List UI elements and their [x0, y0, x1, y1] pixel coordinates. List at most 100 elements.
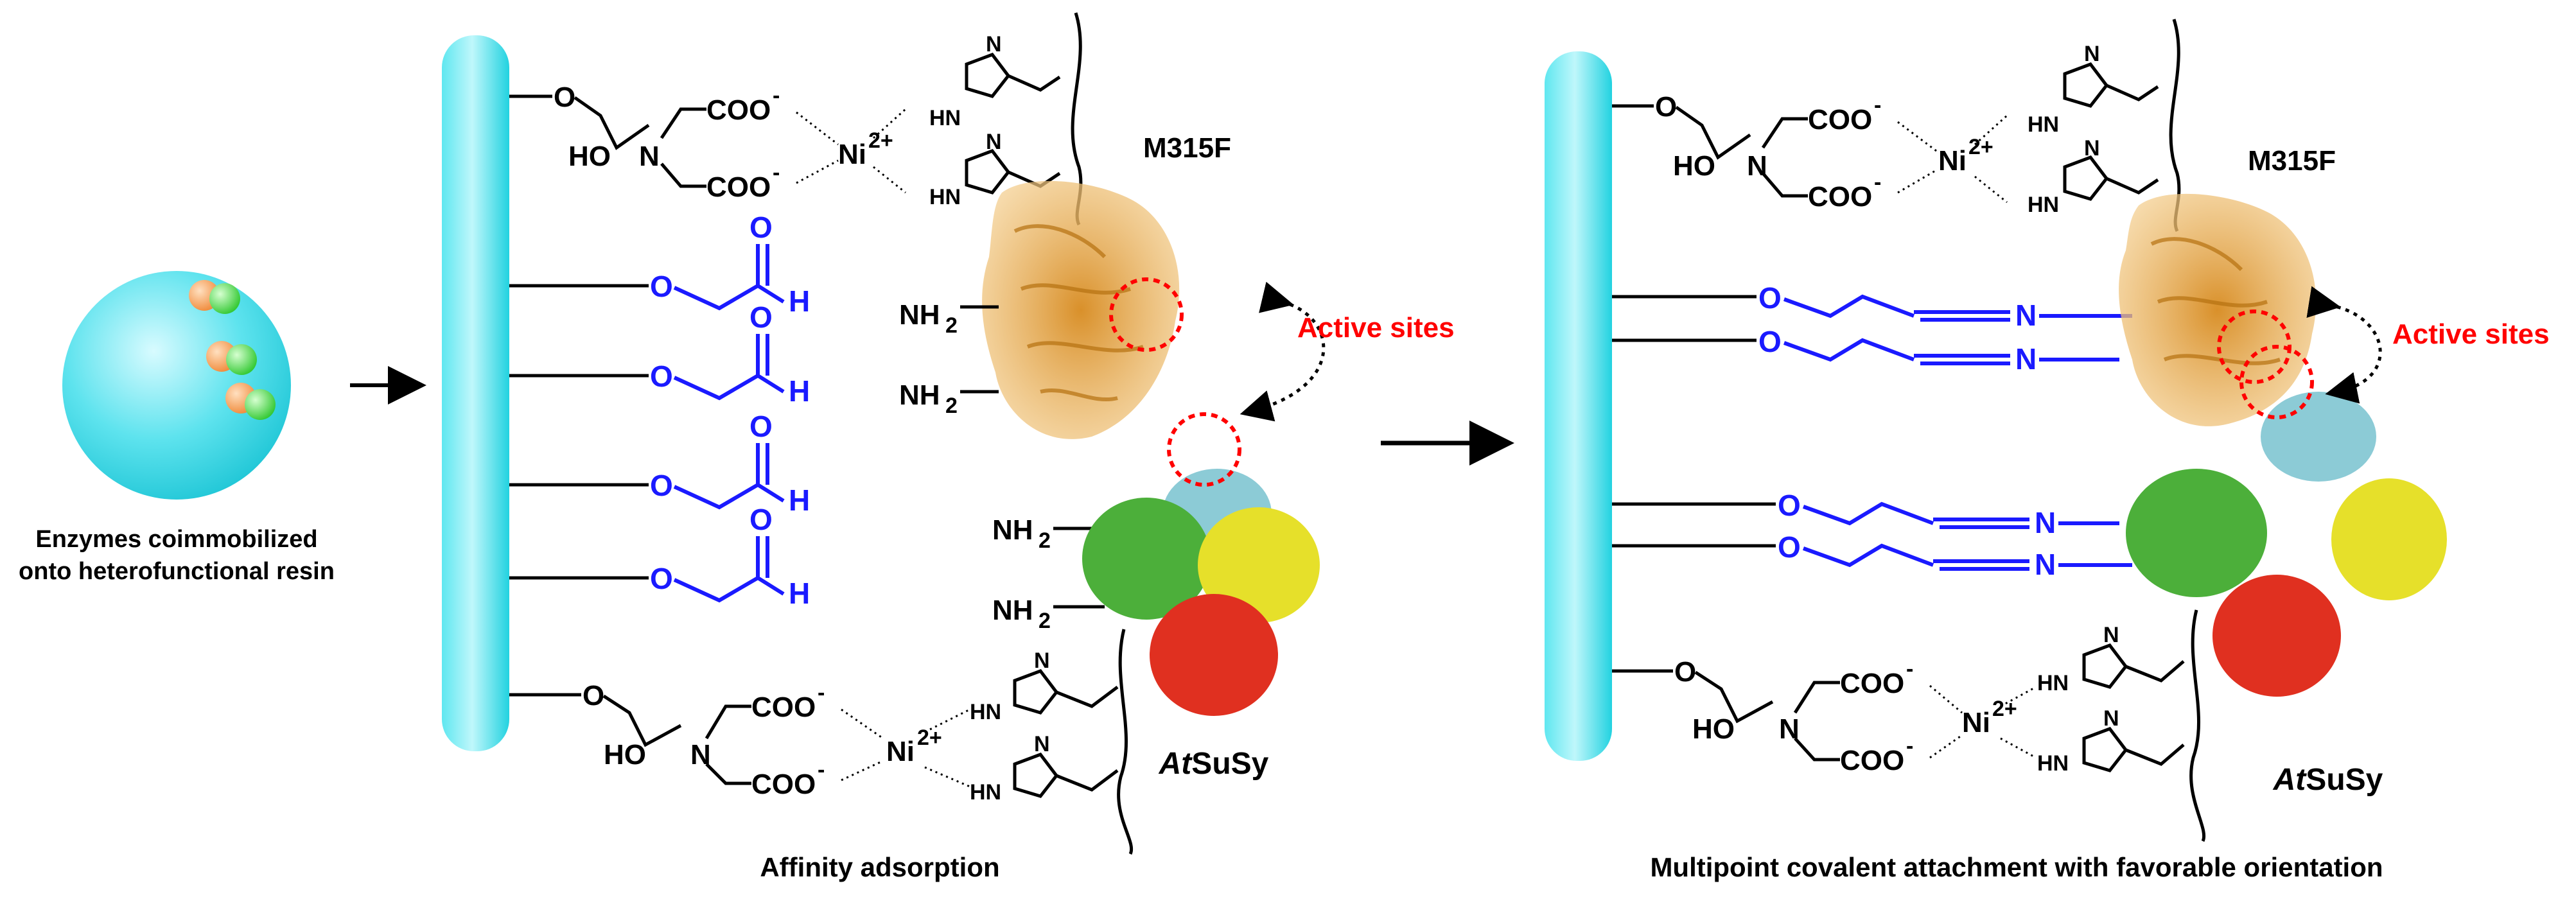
svg-text:O: O [650, 360, 673, 393]
svg-text:O: O [554, 82, 575, 113]
glyoxyl-2: O O H [509, 300, 810, 408]
svg-text:NH: NH [992, 595, 1033, 626]
atsusy-protein-right [2126, 392, 2447, 697]
svg-text:O: O [749, 410, 773, 443]
svg-text:-: - [773, 83, 780, 108]
step2-caption: Multipoint covalent attachment with favo… [1650, 852, 2383, 882]
chelate-top-right: O HO N COO - COO - Ni 2+ HN N HN N [1612, 19, 2181, 232]
svg-text:-: - [773, 161, 780, 185]
imidazole-5: HN N [2028, 42, 2159, 137]
imidazole-4: HN N [970, 732, 1119, 805]
imine-3: O N [1612, 489, 2119, 539]
svg-text:O: O [1674, 656, 1696, 688]
m315f-protein-left [982, 180, 1180, 439]
imine-2: O N [1612, 325, 2119, 376]
svg-text:N: N [2084, 136, 2100, 161]
svg-text:N: N [986, 130, 1002, 154]
svg-text:H: H [789, 483, 810, 517]
svg-text:COO: COO [1840, 668, 1904, 699]
svg-text:HN: HN [929, 106, 961, 130]
svg-text:-: - [818, 758, 825, 782]
svg-text:HN: HN [2028, 112, 2059, 137]
enzyme-label-m315f-right: M315F [2248, 145, 2336, 177]
svg-text:-: - [1874, 170, 1881, 195]
svg-text:HN: HN [970, 700, 1001, 724]
svg-text:-: - [1906, 657, 1913, 681]
svg-text:COO: COO [1808, 104, 1872, 135]
svg-text:HO: HO [604, 739, 646, 771]
imidazole-8: HN N [2037, 706, 2185, 776]
step1-caption: Affinity adsorption [760, 852, 999, 882]
svg-text:-: - [1874, 93, 1881, 118]
svg-text:2: 2 [1038, 609, 1051, 633]
enzyme-pair-1 [189, 280, 240, 314]
svg-text:Ni: Ni [1962, 707, 1990, 738]
svg-text:O: O [1758, 281, 1782, 315]
svg-text:HO: HO [1673, 150, 1715, 182]
chelate-bottom-left: O HO N COO - COO - Ni 2+ HN N HN N [509, 629, 1134, 855]
svg-text:O: O [1758, 325, 1782, 358]
enzyme-label-atsusy-right: AtSuSy [2273, 763, 2383, 797]
svg-text:HO: HO [1692, 713, 1735, 745]
imidazole-1: HN N [929, 32, 1061, 130]
svg-text:HN: HN [2037, 751, 2069, 776]
atsusy-protein-left [1082, 469, 1320, 716]
glyoxyl-4: O O H [509, 503, 810, 610]
svg-text:NH: NH [992, 514, 1033, 546]
svg-text:O: O [749, 211, 773, 244]
resin-caption-2: onto heterofunctional resin [19, 558, 335, 585]
svg-text:Ni: Ni [1938, 145, 1967, 177]
svg-text:O: O [1655, 91, 1677, 123]
svg-text:H: H [789, 284, 810, 318]
chelate-top-left: O HO N COO - COO - Ni 2+ HN N HN N [509, 12, 1083, 226]
active-site-m315f-right [2217, 309, 2291, 384]
imine-linkers-right: O N O N O N O N [1612, 281, 2132, 581]
amine-groups-left: NH 2 NH 2 NH 2 NH 2 [899, 299, 1105, 633]
imidazole-7: HN N [2037, 623, 2185, 695]
svg-text:2+: 2+ [868, 128, 893, 153]
active-sites-label-left: Active sites [1297, 312, 1455, 344]
enzyme-label-atsusy-left: AtSuSy [1159, 747, 1269, 781]
svg-text:N: N [1034, 649, 1050, 673]
svg-text:COO: COO [751, 692, 816, 723]
svg-text:O: O [583, 680, 604, 711]
svg-text:O: O [1778, 530, 1801, 564]
svg-text:O: O [749, 300, 773, 334]
svg-text:2: 2 [945, 313, 958, 338]
active-site-susy-left [1167, 412, 1241, 487]
glyoxyl-1: O O H [509, 211, 810, 318]
enzyme-pair-2 [206, 341, 257, 375]
svg-text:2+: 2+ [1968, 135, 1993, 159]
chelate-bottom-right: O HO N COO - COO - Ni 2+ HN N HN N [1612, 609, 2205, 842]
active-sites-label-right: Active sites [2392, 318, 2550, 350]
svg-text:2+: 2+ [1992, 697, 2017, 721]
svg-text:2+: 2+ [917, 726, 942, 750]
svg-text:Ni: Ni [838, 139, 866, 170]
svg-text:HO: HO [568, 141, 611, 172]
enzyme-label-m315f-left: M315F [1143, 132, 1231, 164]
svg-text:COO: COO [706, 94, 771, 126]
svg-text:N: N [639, 141, 660, 172]
glyoxyl-linkers-left: O O H O O H O O H O O H [509, 211, 810, 610]
svg-text:2: 2 [1038, 528, 1051, 553]
svg-text:2: 2 [945, 394, 958, 418]
svg-text:HN: HN [2028, 193, 2059, 217]
svg-text:N: N [2103, 623, 2119, 647]
svg-text:Ni: Ni [886, 736, 915, 767]
svg-text:N: N [2015, 299, 2037, 332]
svg-text:N: N [2103, 706, 2119, 731]
support-bar-right [1545, 51, 1612, 761]
svg-text:COO: COO [1840, 745, 1904, 776]
svg-text:O: O [650, 270, 673, 303]
svg-text:COO: COO [706, 171, 771, 203]
svg-text:N: N [1034, 732, 1050, 756]
enzyme-pair-3 [225, 383, 276, 420]
svg-text:-: - [818, 681, 825, 705]
svg-text:-: - [1906, 734, 1913, 758]
glyoxyl-3: O O H [509, 410, 810, 517]
svg-text:O: O [1778, 489, 1801, 522]
svg-text:N: N [986, 32, 1002, 57]
svg-text:O: O [749, 503, 773, 536]
imidazole-3: HN N [970, 649, 1119, 724]
